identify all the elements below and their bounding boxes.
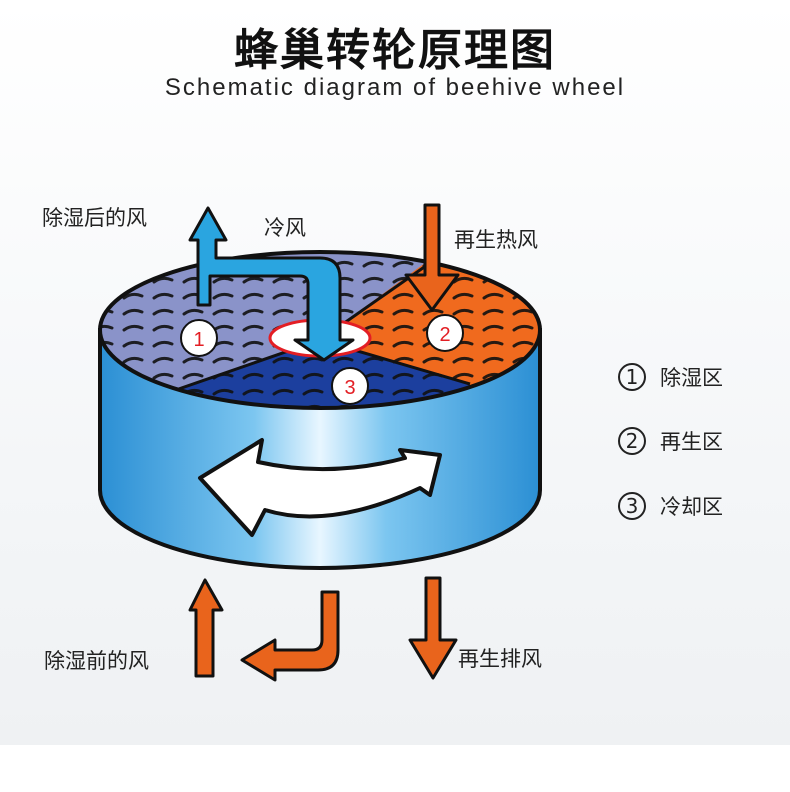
legend-text-1: 除湿区 [660, 366, 723, 390]
legend-text-3: 冷却区 [660, 495, 723, 519]
wheel-top-rim [98, 250, 542, 410]
pre-dehumid-air-arrow-icon [188, 578, 340, 682]
legend-item-zone-2: 2 再生区 [618, 424, 723, 458]
legend-item-zone-1: 1 除湿区 [618, 360, 723, 394]
zone-1-marker-num: 1 [193, 329, 204, 351]
label-regen-exhaust: 再生排风 [458, 647, 542, 671]
label-pre-dehumid-air: 除湿前的风 [44, 649, 149, 673]
page-title: 蜂巢转轮原理图 [234, 25, 556, 76]
zone-2-marker: 2 [426, 314, 464, 352]
page-subtitle: Schematic diagram of beehive wheel [164, 74, 626, 101]
label-cold-air: 冷风 [264, 216, 306, 240]
legend-num-1: 1 [618, 363, 646, 391]
label-dehumidified-air: 除湿后的风 [42, 206, 147, 230]
rotation-arrow-icon [198, 438, 442, 537]
legend-num-3: 3 [618, 492, 646, 520]
label-regen-hot-air: 再生热风 [454, 228, 538, 252]
dehumidified-air-arrow-icon [188, 206, 355, 362]
zone-3-marker-num: 3 [344, 377, 355, 399]
legend-num-2: 2 [618, 427, 646, 455]
zone-3-marker: 3 [331, 367, 369, 405]
regen-exhaust-arrow-icon [408, 576, 458, 680]
zone-2-marker-num: 2 [439, 324, 450, 346]
regen-hot-air-arrow-icon [404, 203, 460, 312]
legend-text-2: 再生区 [660, 430, 723, 454]
bottom-strip [0, 745, 790, 792]
legend-item-zone-3: 3 冷却区 [618, 489, 723, 523]
zone-1-marker: 1 [180, 319, 218, 357]
